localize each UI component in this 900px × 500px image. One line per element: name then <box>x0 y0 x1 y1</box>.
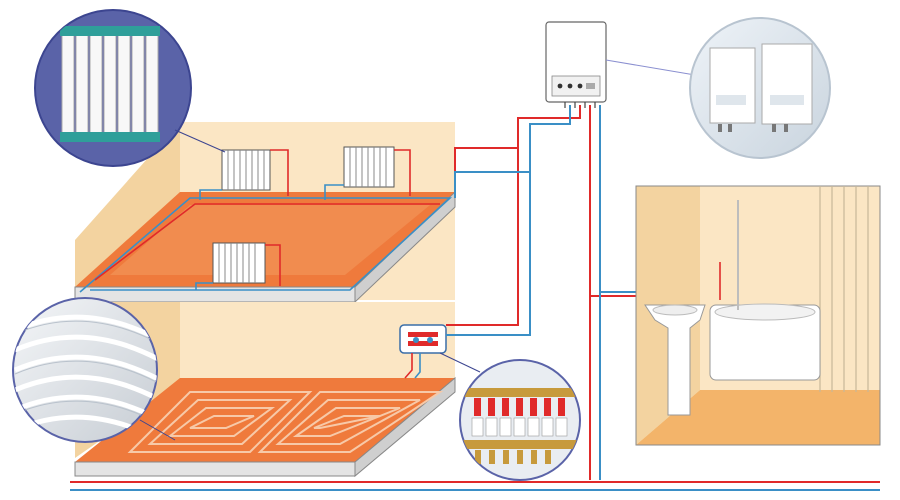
wall-boiler <box>545 21 607 108</box>
radiator-pipes <box>195 149 411 290</box>
radiator-callout-line <box>174 129 226 153</box>
lower-slab-side <box>354 376 456 478</box>
bathroom <box>635 185 881 446</box>
manifold-to-floor-return <box>414 353 421 379</box>
manifold-photo-inset <box>459 359 581 481</box>
bathroom-floor <box>636 390 880 445</box>
floor-pipe-callout-line <box>139 419 176 441</box>
upper-floor-highlight <box>110 205 430 275</box>
bathtub <box>709 303 821 381</box>
radiator-middle <box>212 242 266 284</box>
lower-slab-front <box>74 461 356 477</box>
manifold <box>399 324 447 354</box>
boiler-photo-inset <box>689 17 831 159</box>
upper-floor-supply-loop <box>94 203 440 281</box>
manifold-callout-line <box>439 352 481 373</box>
floor-heating-coil-right <box>257 391 444 453</box>
main-pipes <box>70 105 880 491</box>
floor-heating-coil-left <box>127 391 313 453</box>
boiler-callout-line <box>605 59 696 76</box>
sink <box>644 304 706 416</box>
radiator-photo-inset <box>34 9 192 167</box>
radiator-upper-right <box>343 146 395 188</box>
lower-back-wall <box>180 302 455 385</box>
bathroom-outline <box>635 185 881 446</box>
upper-floor-return-loop <box>79 197 453 293</box>
radiator-upper-left <box>221 149 271 191</box>
manifold-to-floor-pipe <box>404 353 413 379</box>
